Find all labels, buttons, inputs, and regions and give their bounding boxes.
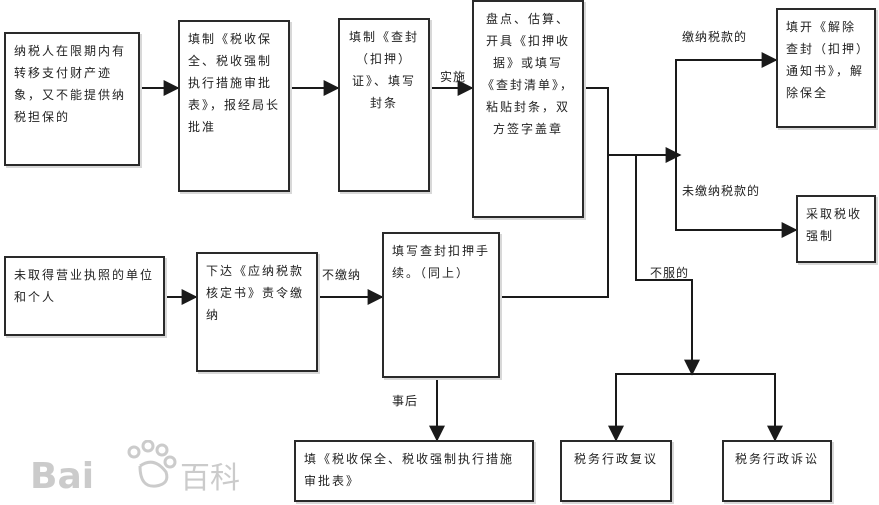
box-unlicensed-entity: 未取得营业执照的单位和个人 <box>4 256 165 336</box>
arrow-junction-b6 <box>675 155 798 238</box>
line-b9-junction <box>500 155 609 298</box>
label-implement: 实施 <box>440 70 467 84</box>
box-approval-form-after: 填《税收保全、税收强制执行措施审批表》 <box>294 440 534 502</box>
baidu-watermark-logo: Bai 百科 <box>30 439 250 500</box>
box-release-preservation: 填开《解除查封（扣押）通知书》，解除保全 <box>776 8 876 128</box>
box-enforcement: 采取税收强制 <box>796 195 876 263</box>
arrow-junction-b5 <box>675 52 778 155</box>
svg-text:百科: 百科 <box>180 461 240 496</box>
label-unpaid: 未缴纳税款的 <box>682 184 761 198</box>
box-admin-review: 税务行政复议 <box>560 440 672 502</box>
box-tax-determination: 下达《应纳税款核定书》责令缴纳 <box>196 252 318 372</box>
label-not-pay: 不缴纳 <box>322 268 362 282</box>
line-objection <box>635 155 700 376</box>
box-transfer-property: 纳税人在限期内有转移支付财产迹象，又不能提供纳税担保的 <box>4 32 140 166</box>
label-objection: 不服的 <box>650 266 690 280</box>
label-paid: 缴纳税款的 <box>682 30 748 44</box>
svg-text:Bai: Bai <box>30 456 94 497</box>
label-afterwards: 事后 <box>392 394 419 408</box>
line-b4-junction <box>584 87 676 156</box>
line-objection-split <box>615 373 783 442</box>
box-approval-form: 填制《税收保全、税收强制执行措施审批表》，报经局长批准 <box>178 20 290 192</box>
box-admin-litigation: 税务行政诉讼 <box>722 440 832 502</box>
box-seizure-procedure: 填写查封扣押手续。（同上） <box>382 232 500 378</box>
box-inventory-seal: 盘点、估算、开具《扣押收据》或填写《查封清单》，粘贴封条，双方签字盖章 <box>472 0 584 218</box>
box-seal-certificate: 填制《查封（扣押）证》、填写封条 <box>338 18 430 192</box>
